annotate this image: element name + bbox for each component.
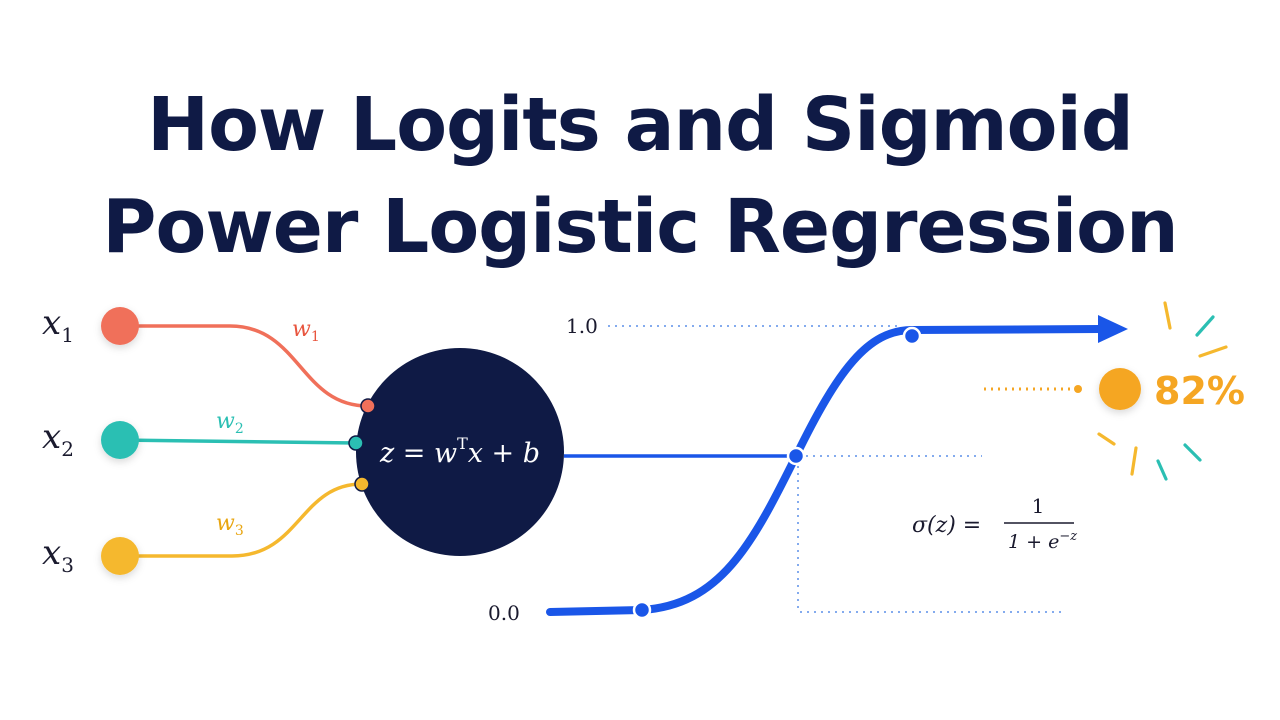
input-line-2 xyxy=(121,438,357,445)
input-label-1: x1 xyxy=(42,303,74,347)
connection-dot-2 xyxy=(348,435,364,451)
input-node-3 xyxy=(101,537,139,575)
weight-label-1: w1 xyxy=(292,317,320,345)
output-pointer-dot xyxy=(1074,385,1082,393)
neuron-formula: z = wTx + b xyxy=(379,434,540,469)
title-line-2: Power Logistic Regression xyxy=(102,184,1178,270)
input-label-2: x2 xyxy=(42,417,74,461)
sigmoid-formula-numerator: 1 xyxy=(1032,494,1045,518)
input-line-1 xyxy=(122,324,369,408)
output-probability: 82% xyxy=(1154,369,1245,413)
y-top-label: 1.0 xyxy=(566,314,598,338)
connection-dot-3 xyxy=(354,476,370,492)
sigmoid-formula-lhs: σ(z) = xyxy=(912,513,981,538)
curve-point-high xyxy=(902,326,922,346)
curve-arrowhead xyxy=(1098,315,1128,343)
burst-rays xyxy=(1097,301,1228,481)
weight-label-2: w2 xyxy=(216,409,244,437)
title-line-1: How Logits and Sigmoid xyxy=(147,82,1134,168)
sigmoid-formula-denominator: 1 + e−z xyxy=(1008,529,1077,553)
input-node-2 xyxy=(101,421,139,459)
neuron xyxy=(356,348,564,556)
input-line-3 xyxy=(122,482,363,558)
y-bottom-label: 0.0 xyxy=(488,601,520,625)
connection-dot-1 xyxy=(360,398,376,414)
input-node-1 xyxy=(101,307,139,345)
curve-point-mid xyxy=(786,446,806,466)
sigmoid-curve xyxy=(546,325,1104,616)
output-node xyxy=(1099,368,1141,410)
curve-point-low xyxy=(632,600,652,620)
weight-label-3: w3 xyxy=(216,511,244,539)
input-label-3: x3 xyxy=(42,533,74,577)
